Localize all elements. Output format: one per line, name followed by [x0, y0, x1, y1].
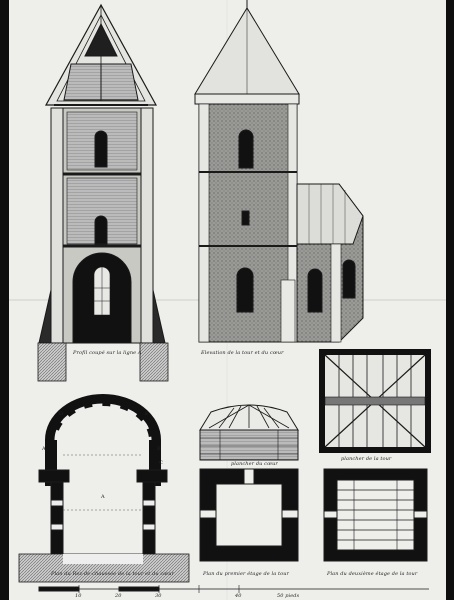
plan-letter-c: C	[159, 460, 163, 466]
plan-letter-e: E	[145, 411, 149, 417]
tower-section-drawing	[37, 3, 169, 382]
drawing-sheet: Profil coupé sur la ligne A Elevation de…	[9, 0, 446, 600]
caption-section: Profil coupé sur la ligne A	[73, 350, 142, 356]
scale-bar	[38, 585, 429, 593]
caption-elevation: Elevation de la tour et du cœur	[201, 350, 284, 356]
scale-tick-30: 30	[155, 593, 162, 599]
scale-tick-50: 50 pieds	[277, 593, 300, 599]
second-floor-plan	[319, 349, 431, 562]
plan-letter-a-left: A	[42, 446, 46, 452]
scale-tick-20: 20	[115, 593, 122, 599]
scale-tick-40: 40	[235, 593, 242, 599]
ground-floor-plan	[18, 394, 190, 583]
caption-plan-first: Plan du premier étage de la tour	[203, 571, 290, 577]
plan-letter-b: B	[157, 446, 161, 452]
plan-letter-a-center: A	[101, 494, 105, 500]
caption-plan-ground: Plan du Rez-de-chaussée de la tour et du…	[51, 571, 175, 577]
caption-frame-choir: plancher du cœur	[231, 461, 278, 467]
caption-frame-tower: plancher de la tour	[341, 456, 392, 462]
architectural-drawing	[9, 0, 446, 600]
caption-plan-second: Plan du deuxième étage de la tour	[327, 571, 418, 577]
first-floor-plan	[199, 404, 299, 562]
tower-elevation-drawing	[194, 0, 364, 343]
plan-letter-d: D	[59, 411, 64, 417]
scale-tick-10: 10	[75, 593, 82, 599]
